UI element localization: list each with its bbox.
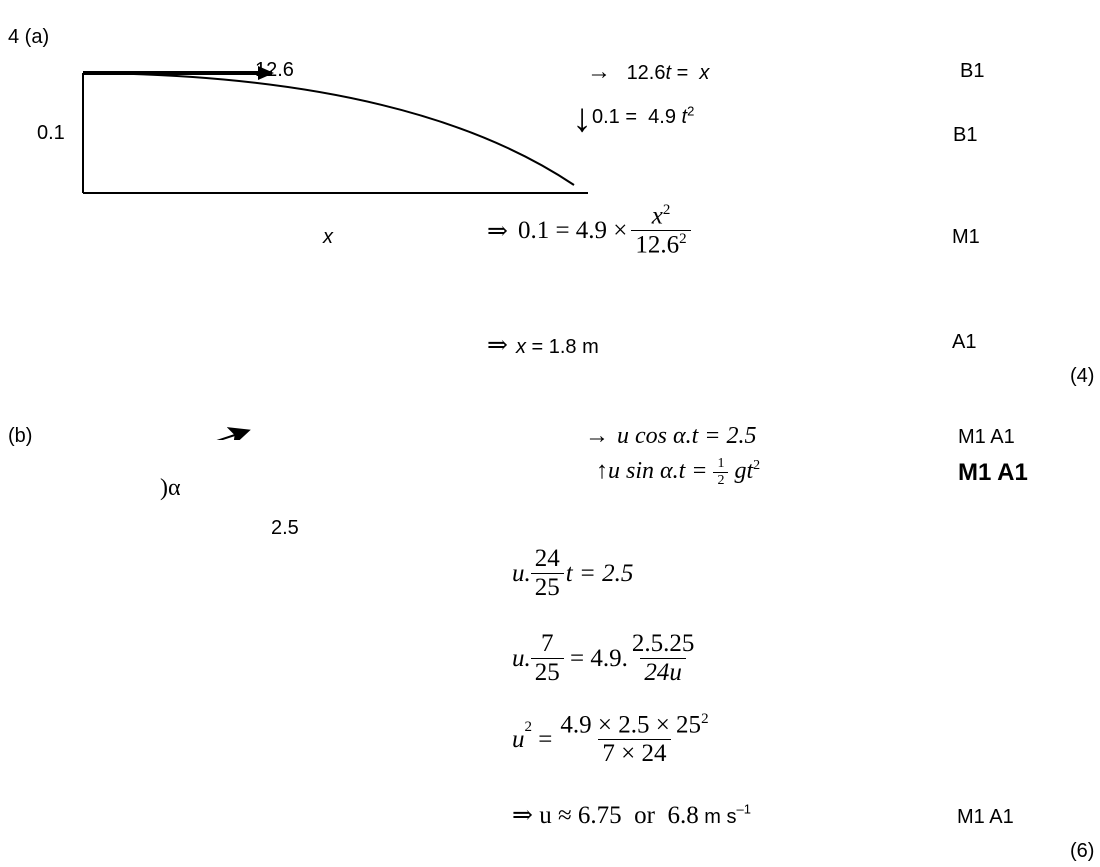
vertical-equation-a: ↓0.1 = 4.9 t2 <box>572 98 694 138</box>
eq-equals: = <box>671 62 700 84</box>
frac-den-sup: 2 <box>679 231 687 248</box>
fraction-x2-over-12.6sq: x2 12.62 <box>631 202 691 260</box>
question-label-4a: 4 (a) <box>8 26 50 48</box>
right-arrow-icon: → <box>585 423 609 449</box>
mark-m1a1-line2b: M1 A1 <box>958 459 1028 486</box>
eq-sup-2: 2 <box>687 103 695 119</box>
result-equation-a: ⇒ x = 1.8 m <box>487 330 599 360</box>
frac-den-7x24: 7 × 24 <box>598 739 671 768</box>
down-arrow-icon: ↓ <box>572 96 592 140</box>
right-arrow-icon: → <box>587 58 611 85</box>
eq-var-t2: t <box>681 106 688 128</box>
eq-vertical-b: u sin α.t = <box>608 458 714 485</box>
velocity-label: 12.6 <box>255 59 294 81</box>
eq-var-x: x <box>699 62 710 84</box>
implies-icon: ⇒ <box>512 802 533 829</box>
frac-num-x: x <box>651 202 663 230</box>
eq-sup-2b: 2 <box>753 458 761 474</box>
result-value: = 1.8 m <box>525 336 599 358</box>
u-sup-2: 2 <box>524 719 533 735</box>
u-prefix: u. <box>512 644 531 672</box>
frac-7: 7 <box>541 630 554 657</box>
mark-m1-line3: M1 <box>952 226 980 248</box>
total-marks-a: (4) <box>1070 365 1095 387</box>
total-marks-b: (6) <box>1070 840 1095 862</box>
fraction-u-squared: 4.9 × 2.5 × 252 7 × 24 <box>556 711 712 768</box>
unit-sup: –1 <box>736 801 751 817</box>
question-label-b: (b) <box>8 425 33 447</box>
frac-24: 24 <box>534 545 560 572</box>
u-base: u <box>512 725 525 753</box>
eq-gt: gt <box>728 458 754 485</box>
angle-label-alpha: )α <box>160 475 181 501</box>
eq-var-t: t <box>665 62 672 84</box>
mark-b1-line1: B1 <box>960 60 985 82</box>
frac-num-sup-b: 2 <box>701 711 709 727</box>
eq-vertical-text: 0.1 = 4.9 <box>592 106 682 128</box>
mark-a1-line4: A1 <box>952 331 977 353</box>
result-var-x: x <box>515 336 526 358</box>
frac-num-2.5.25: 2.5.25 <box>631 630 695 657</box>
frac-num-product: 4.9 × 2.5 × 25 <box>560 711 702 739</box>
frac-den-24u: 24u <box>640 658 686 687</box>
distance-label-x: x <box>323 226 333 248</box>
implies-icon: ⇒ <box>487 217 508 245</box>
mark-b1-line2: B1 <box>953 124 978 146</box>
launch-velocity-arrow <box>216 427 251 440</box>
result-u: u ≈ 6.75 or 6.8 <box>532 802 699 829</box>
frac-num-sup: 2 <box>662 202 671 218</box>
frac-25: 25 <box>530 573 564 602</box>
eq-coefficient: 12.6 <box>626 62 666 84</box>
mark-m1a1-line1b: M1 A1 <box>958 426 1015 448</box>
trajectory-curve-a <box>82 72 575 186</box>
frac-25b: 25 <box>530 658 564 687</box>
eq-rest-t: t = 2.5 <box>565 559 634 587</box>
frac-den-base: 12.6 <box>635 231 680 259</box>
horizontal-equation-b: → u cos α.t = 2.5 <box>585 423 756 450</box>
diagram-a <box>82 66 588 440</box>
height-label: 0.1 <box>37 122 65 144</box>
up-arrow-icon: ↑ <box>596 458 608 485</box>
unit-ms: m s <box>698 806 737 828</box>
eq-equals-b: = <box>532 725 553 753</box>
u-prefix: u. <box>512 559 531 587</box>
mark-m1a1-line6b: M1 A1 <box>957 806 1014 828</box>
distance-label-2.5: 2.5 <box>271 517 299 539</box>
eq-mid: = 4.9. <box>563 644 628 672</box>
horizontal-equation-a: → 12.6t = x <box>587 58 709 86</box>
combined-equation-a: ⇒ 0.1 = 4.9 × x2 12.62 <box>487 202 691 260</box>
implies-icon: ⇒ <box>487 332 508 359</box>
eq-lhs: 0.1 = 4.9 × <box>517 216 628 244</box>
half-num: 1 <box>717 456 725 471</box>
half-den: 2 <box>713 472 729 489</box>
result-equation-b: ⇒ u ≈ 6.75 or 6.8 m s–1 <box>512 800 751 830</box>
eq-horizontal-b: u cos α.t = 2.5 <box>617 423 757 449</box>
